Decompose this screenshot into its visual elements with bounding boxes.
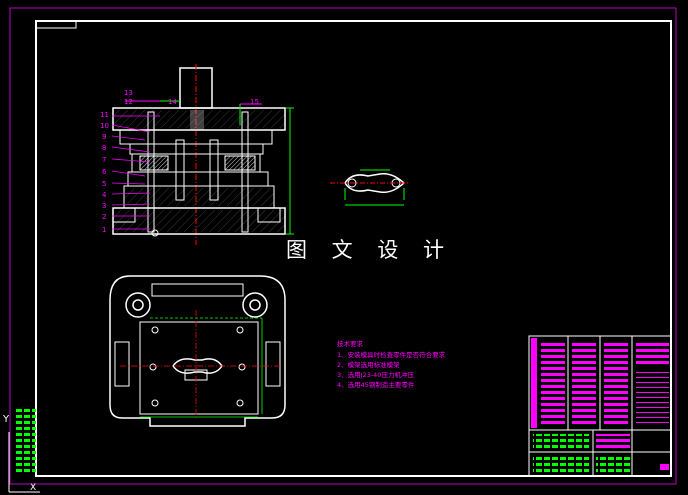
part-number-label: 12 bbox=[124, 98, 133, 106]
ucs-y-label: Y bbox=[2, 414, 10, 425]
part-number-label: 13 bbox=[124, 89, 133, 97]
tech-requirement-line: 2、模架选用标准模架 bbox=[337, 360, 400, 369]
part-number-label: 7 bbox=[102, 156, 106, 164]
plan-view bbox=[109, 275, 286, 427]
outer-border bbox=[9, 7, 677, 485]
part-number-label: 4 bbox=[102, 191, 107, 199]
part-number-label: 15 bbox=[250, 98, 259, 106]
watermark-text: 图 文 设 计 bbox=[286, 238, 454, 262]
tech-requirement-line: 4、选用45钢制造主要零件 bbox=[337, 380, 415, 389]
part-number-label: 6 bbox=[102, 168, 107, 176]
part-number-label: 2 bbox=[102, 213, 106, 221]
front-section-view bbox=[111, 64, 294, 245]
part-number-label: 3 bbox=[102, 202, 106, 210]
tech-requirement-line: 3、选用J23-40压力机冲压 bbox=[337, 370, 414, 379]
tech-requirements: 技术要求 1、安装模具时检查零件是否符合要求 2、模架选用标准模架 3、选用J2… bbox=[337, 339, 446, 389]
tech-requirement-line: 1、安装模具时检查零件是否符合要求 bbox=[337, 350, 446, 359]
bom-table-rows bbox=[531, 338, 669, 474]
ucs-icon: Y X bbox=[2, 414, 40, 493]
part-number-label: 5 bbox=[102, 180, 106, 188]
title-block bbox=[528, 335, 672, 477]
part-number-label: 9 bbox=[102, 133, 106, 141]
left-margin-marks bbox=[16, 408, 36, 472]
part-number-label: 8 bbox=[102, 144, 106, 152]
part-number-label: 14 bbox=[168, 98, 177, 106]
corner-tab bbox=[35, 20, 77, 29]
ucs-x-label: X bbox=[30, 483, 36, 493]
inner-frame bbox=[35, 20, 672, 477]
tech-requirements-title: 技术要求 bbox=[337, 339, 364, 348]
part-number-label: 1 bbox=[102, 226, 106, 234]
blank-part-view bbox=[330, 169, 410, 206]
part-number-label: 10 bbox=[100, 122, 109, 130]
part-number-label: 11 bbox=[100, 111, 109, 119]
